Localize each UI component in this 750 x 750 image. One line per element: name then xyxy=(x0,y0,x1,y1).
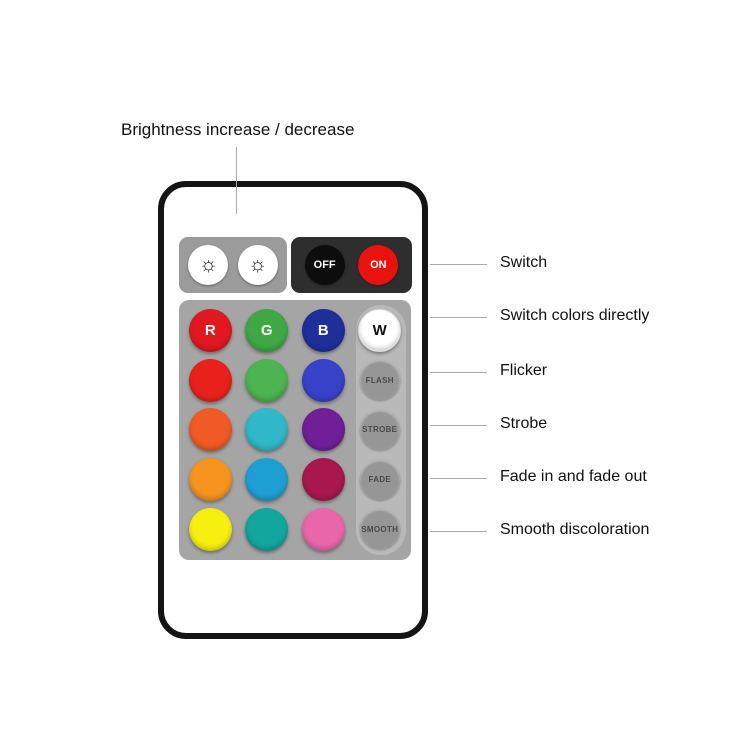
color-key-r5c3[interactable] xyxy=(301,507,345,551)
key-strobe[interactable]: STROBE xyxy=(359,409,400,450)
color-key-r5c2[interactable] xyxy=(245,507,289,551)
color-key-r5c1[interactable] xyxy=(188,507,232,551)
color-key-r3c3[interactable] xyxy=(301,408,345,452)
key-r[interactable]: R xyxy=(188,309,232,353)
connector-line xyxy=(430,531,487,532)
connector-line xyxy=(430,317,487,318)
connector-line xyxy=(430,264,487,265)
color-key-r4c3[interactable] xyxy=(301,458,345,502)
key-fade[interactable]: FADE xyxy=(359,459,400,500)
key-w[interactable]: W xyxy=(358,309,402,353)
connector-line xyxy=(430,478,487,479)
annotation-label: Flicker xyxy=(500,362,548,379)
key-b[interactable]: B xyxy=(301,309,345,353)
brightness-button-group: ☼ ☼ xyxy=(179,237,287,293)
annotation-label: Fade in and fade out xyxy=(500,468,647,485)
color-key-r3c2[interactable] xyxy=(245,408,289,452)
color-key-r2c1[interactable] xyxy=(188,358,232,402)
annotation-label: Switch xyxy=(500,254,548,271)
off-button[interactable]: OFF xyxy=(304,245,345,285)
key-flash[interactable]: FLASH xyxy=(359,360,400,401)
connector-line xyxy=(430,425,487,426)
color-key-r4c1[interactable] xyxy=(188,458,232,502)
key-g[interactable]: G xyxy=(245,309,289,353)
annotation-brightness-label: Brightness increase / decrease xyxy=(121,120,355,139)
brightness-down-button[interactable]: ☼ xyxy=(237,245,278,285)
annotation-label: Strobe xyxy=(500,415,548,432)
connector-line-brightness xyxy=(236,147,237,214)
on-button[interactable]: ON xyxy=(358,245,399,285)
power-button-group: OFF ON xyxy=(291,237,412,293)
annotation-label: Smooth discoloration xyxy=(500,521,650,538)
annotation-label: Switch colors directly xyxy=(500,307,650,324)
brightness-up-button[interactable]: ☼ xyxy=(188,245,229,285)
color-key-r2c2[interactable] xyxy=(245,358,289,402)
color-key-r2c3[interactable] xyxy=(301,358,345,402)
color-key-r4c2[interactable] xyxy=(245,458,289,502)
connector-line xyxy=(430,372,487,373)
color-key-r3c1[interactable] xyxy=(188,408,232,452)
key-smooth[interactable]: SMOOTH xyxy=(359,509,400,550)
